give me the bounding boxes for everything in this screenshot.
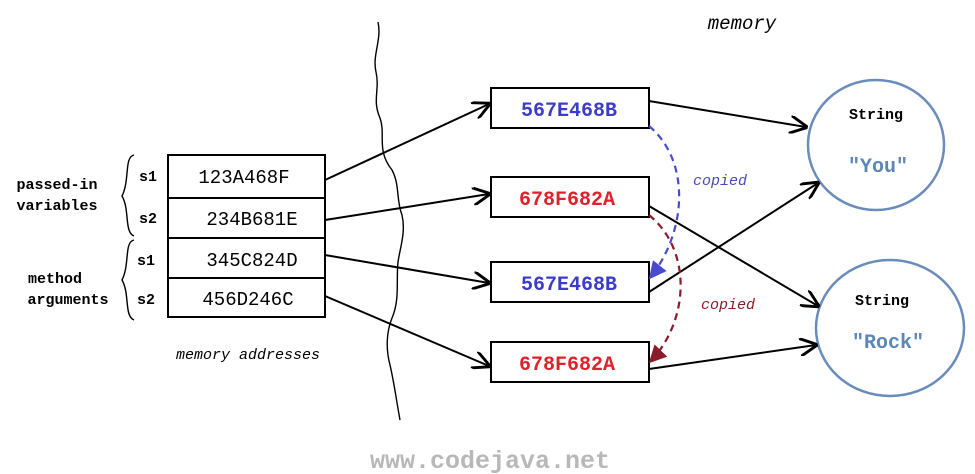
address-cell: 345C824D bbox=[206, 250, 297, 272]
reference-box bbox=[490, 261, 650, 303]
address-table bbox=[167, 154, 326, 318]
arrow bbox=[324, 194, 489, 221]
watermark: www.codejava.net bbox=[370, 447, 610, 474]
var-name: s1 bbox=[137, 253, 155, 270]
object-value: "Rock" bbox=[852, 332, 924, 355]
string-object-circle bbox=[806, 78, 946, 212]
var-name: s2 bbox=[137, 292, 155, 309]
var-name: s2 bbox=[139, 211, 157, 228]
reference-value: 678F682A bbox=[519, 189, 615, 212]
arrow bbox=[648, 100, 806, 127]
reference-value: 567E468B bbox=[521, 100, 617, 123]
method-label-line1: method bbox=[28, 271, 82, 288]
address-cell: 456D246C bbox=[202, 289, 293, 311]
copied-arrow-blue bbox=[648, 125, 681, 280]
reference-value: 567E468B bbox=[521, 274, 617, 297]
object-type-label: String bbox=[849, 107, 903, 124]
arrow bbox=[324, 254, 489, 283]
brace-method bbox=[121, 239, 135, 321]
arrow bbox=[324, 104, 489, 181]
reference-box bbox=[490, 176, 650, 218]
reference-box bbox=[490, 87, 650, 129]
address-cell: 234B681E bbox=[206, 209, 297, 231]
arrow bbox=[648, 205, 818, 306]
object-type-label: String bbox=[855, 293, 909, 310]
copied-label: copied bbox=[693, 173, 747, 190]
method-label-line2: arguments bbox=[27, 292, 108, 309]
brace-passed-in bbox=[121, 154, 135, 237]
copied-label: copied bbox=[701, 297, 755, 314]
object-value: "You" bbox=[848, 156, 908, 179]
reference-value: 678F682A bbox=[519, 354, 615, 377]
memory-label: memory bbox=[708, 13, 777, 35]
passed-in-label-line1: passed-in bbox=[16, 177, 97, 194]
var-name: s1 bbox=[139, 169, 157, 186]
memory-addresses-caption: memory addresses bbox=[176, 347, 320, 364]
reference-box bbox=[490, 341, 650, 383]
address-cell: 123A468F bbox=[198, 167, 289, 189]
string-object-circle bbox=[814, 258, 966, 398]
memory-divider-line bbox=[374, 21, 405, 421]
arrow bbox=[648, 345, 816, 370]
arrow bbox=[324, 295, 489, 366]
passed-in-label-line2: variables bbox=[16, 198, 97, 215]
arrow bbox=[648, 183, 818, 293]
